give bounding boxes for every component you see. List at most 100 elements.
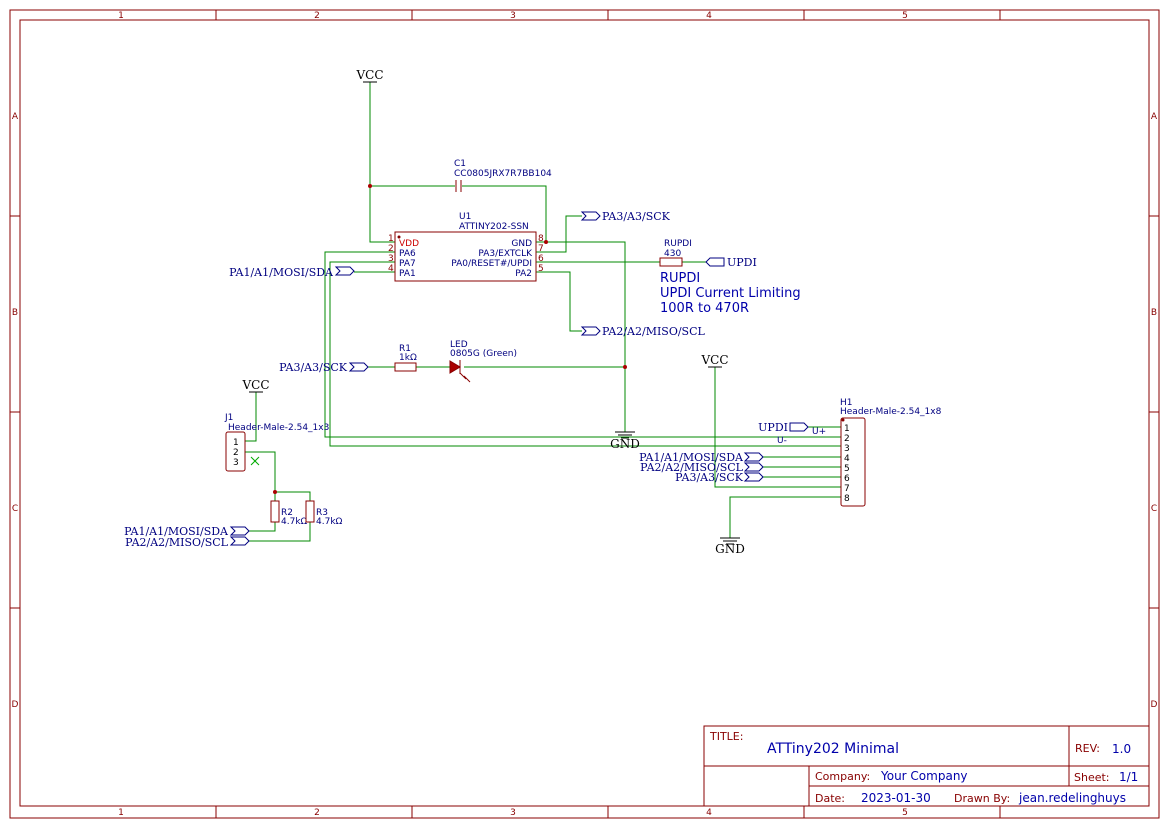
j1-designator: J1	[224, 413, 233, 423]
u1-pin-4-num: 4	[388, 264, 394, 274]
zone-row-b-right: B	[1151, 308, 1157, 318]
svg-text:VCC: VCC	[700, 353, 728, 367]
svg-text:PA2/A2/MISO/SCL: PA2/A2/MISO/SCL	[640, 461, 744, 474]
r1-resistor: R1 1kΩ	[394, 344, 417, 372]
vcc-symbol-top: VCC	[355, 68, 384, 83]
zone-row-d-right: D	[1151, 700, 1158, 710]
net-pa3-led: PA3/A3/SCK	[279, 361, 369, 374]
h1-value: Header-Male-2.54_1x8	[840, 407, 942, 417]
title-block: TITLE: ATTiny202 Minimal REV: 1.0 Compan…	[703, 725, 1150, 807]
r1-designator: R1	[399, 344, 411, 354]
h1-designator: H1	[840, 398, 853, 408]
net-pa3-top: PA3/A3/SCK	[580, 210, 671, 223]
h1-pin-5: 5	[844, 464, 850, 474]
h1-pin-4: 4	[844, 454, 850, 464]
u1-pin-6-num: 6	[538, 254, 544, 264]
u1-pin-7-num: 7	[538, 244, 544, 254]
svg-text:PA1/A1/MOSI/SDA: PA1/A1/MOSI/SDA	[229, 266, 334, 279]
zone-row-d-left: D	[12, 700, 19, 710]
u1-pin-3-num: 3	[388, 254, 394, 264]
zone-col-3-top: 3	[510, 11, 516, 21]
drawn-by-label: Drawn By:	[954, 792, 1010, 805]
c1-capacitor: C1 CC0805JRX7R7BB104	[454, 159, 552, 192]
j1-value: Header-Male-2.54_1x3	[228, 423, 329, 433]
u1-pin-1-num: 1	[388, 234, 394, 244]
zone-col-5-bottom: 5	[902, 808, 908, 818]
net-pa2-u1: PA2/A2/MISO/SCL	[580, 325, 706, 338]
u1-pin-vdd: VDD	[399, 239, 419, 249]
h1-pin-2: 2	[844, 434, 850, 444]
h1-pin-3: 3	[844, 444, 850, 454]
zone-row-b-left: B	[12, 308, 18, 318]
sheet-label: Sheet:	[1074, 771, 1110, 784]
zone-col-5-top: 5	[902, 11, 908, 21]
svg-text:PA1/A1/MOSI/SDA: PA1/A1/MOSI/SDA	[124, 525, 229, 538]
u1-pin-pa2: PA2	[515, 269, 532, 279]
junctions	[273, 184, 627, 494]
net-pa3-h1: PA3/A3/SCK	[675, 471, 764, 484]
net-pa1-u1: PA1/A1/MOSI/SDA	[229, 266, 355, 279]
vcc-symbol-j1: VCC	[241, 378, 270, 393]
h1-pin-6: 6	[844, 474, 850, 484]
svg-text:PA1/A1/MOSI/SDA: PA1/A1/MOSI/SDA	[639, 451, 744, 464]
svg-text:PA3/A3/SCK: PA3/A3/SCK	[602, 210, 671, 223]
u1-pin-gnd: GND	[511, 239, 532, 249]
net-pa1-pullup: PA1/A1/MOSI/SDA	[124, 525, 250, 538]
rupdi-designator: RUPDI	[664, 239, 692, 249]
net-updi-h1: UPDI	[758, 421, 809, 434]
u1-pin-pa3: PA3/EXTCLK	[478, 249, 533, 259]
rupdi-note: RUPDI UPDI Current Limiting 100R to 470R	[660, 271, 801, 316]
c1-value: CC0805JRX7R7BB104	[454, 169, 552, 179]
net-updi-out: UPDI	[705, 256, 757, 269]
r2-value: 4.7kΩ	[281, 517, 308, 527]
net-pa2-pullup: PA2/A2/MISO/SCL	[125, 536, 250, 549]
svg-text:PA3/A3/SCK: PA3/A3/SCK	[675, 471, 744, 484]
led-diode: LED 0805G (Green)	[449, 340, 517, 383]
svg-text:UPDI: UPDI	[727, 256, 757, 269]
r2-designator: R2	[281, 508, 293, 518]
svg-text:GND: GND	[610, 437, 640, 451]
svg-text:VCC: VCC	[241, 378, 269, 392]
zone-col-4-bottom: 4	[706, 808, 712, 818]
u1-pin-pa6: PA6	[399, 249, 416, 259]
sheet-frame	[9, 9, 1160, 819]
zone-row-a-left: A	[12, 112, 19, 122]
sheet-value: 1/1	[1119, 770, 1138, 784]
date-value: 2023-01-30	[861, 791, 931, 805]
h1-label-u-plus: U+	[812, 427, 826, 437]
r3-designator: R3	[316, 508, 328, 518]
h1-pin-1: 1	[844, 424, 850, 434]
company-value: Your Company	[880, 769, 968, 783]
rev-value: 1.0	[1112, 742, 1131, 756]
gnd-symbol-h1: GND	[715, 537, 745, 556]
u1-pin-pa7: PA7	[399, 259, 416, 269]
r1-value: 1kΩ	[399, 353, 417, 363]
r3-resistor: R3 4.7kΩ	[305, 500, 343, 527]
zone-col-1-top: 1	[118, 11, 124, 21]
wires	[245, 82, 841, 542]
rupdi-value: 430	[664, 249, 681, 259]
zone-col-4-top: 4	[706, 11, 712, 21]
u1-attiny202: U1 ATTINY202-SSN 1 2 3 4 VDD PA6 PA7 PA1…	[388, 212, 544, 282]
net-pa2-h1: PA2/A2/MISO/SCL	[640, 461, 764, 474]
note-line-1: RUPDI	[660, 271, 700, 286]
u1-value: ATTINY202-SSN	[459, 222, 529, 232]
zone-col-1-bottom: 1	[118, 808, 124, 818]
u1-pin-pa1: PA1	[399, 269, 416, 279]
r3-value: 4.7kΩ	[316, 517, 343, 527]
svg-text:PA2/A2/MISO/SCL: PA2/A2/MISO/SCL	[125, 536, 229, 549]
vcc-symbol-h1: VCC	[700, 353, 729, 368]
zone-col-2-bottom: 2	[314, 808, 320, 818]
zone-labels: 1 2 3 4 5 1 2 3 4 5 A B C D A B C D	[12, 11, 1158, 818]
h1-pin-7: 7	[844, 484, 850, 494]
zone-row-c-left: C	[12, 504, 18, 514]
j1-pin-2: 2	[233, 448, 239, 458]
j1-pin-3: 3	[233, 458, 239, 468]
title-value: ATTiny202 Minimal	[767, 741, 899, 757]
note-line-2: UPDI Current Limiting	[660, 286, 801, 301]
h1-pin-8: 8	[844, 494, 850, 504]
led-value: 0805G (Green)	[450, 349, 517, 359]
title-label: TITLE:	[709, 730, 743, 743]
zone-row-c-right: C	[1151, 504, 1157, 514]
